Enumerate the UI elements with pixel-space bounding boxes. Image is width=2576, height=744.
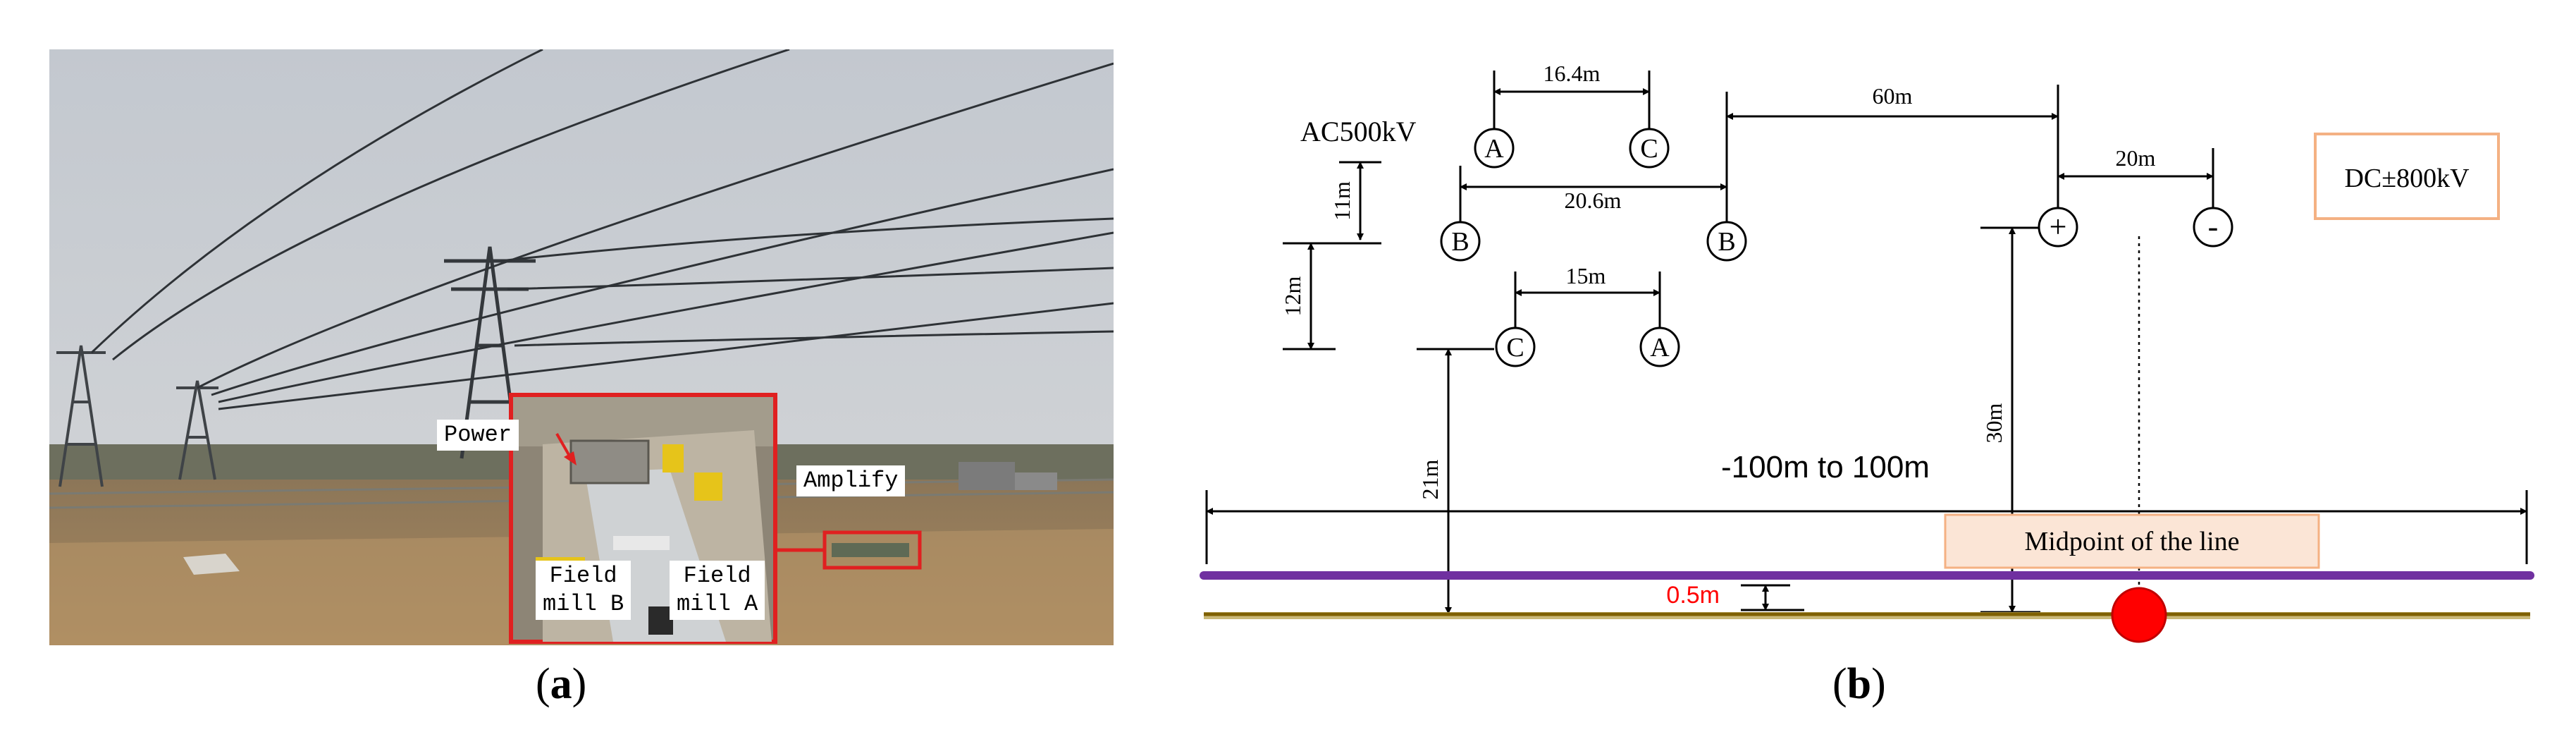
concrete-slab (183, 554, 240, 575)
dim-top-spacing: 16.4m (1543, 61, 1601, 86)
midpoint-marker (2111, 587, 2167, 643)
dim-middle-spacing: 20.6m (1565, 188, 1622, 213)
dim-ac-height: 21m (1417, 459, 1443, 499)
dim-lower-height: 12m (1280, 276, 1305, 316)
field-mill-a-line2: mill A (677, 591, 758, 617)
dim-dc-height: 30m (1981, 403, 2007, 443)
far-building-2 (1015, 472, 1057, 490)
dim-upper-height: 11m (1329, 181, 1355, 221)
caption-a-letter: a (550, 660, 572, 708)
dim-ac-dc-gap: 60m (1873, 83, 1913, 109)
conductor-bottom-a (1639, 327, 1680, 367)
field-mill-a-line1: Field (683, 563, 751, 589)
pole-plus: + (2050, 209, 2067, 244)
field-mill-distant (832, 543, 909, 557)
phase-left-b: B (1451, 227, 1469, 257)
conductor-right-b (1706, 221, 1747, 262)
conductor-left-b (1440, 221, 1481, 262)
conductor-bottom-c (1495, 327, 1536, 367)
conductors (1440, 128, 2233, 367)
phase-right-b: B (1718, 227, 1735, 257)
far-building (959, 462, 1015, 490)
dim-pole-spacing: 20m (2116, 145, 2156, 171)
phase-top-a: A (1484, 134, 1504, 164)
pole-minus: - (2208, 209, 2219, 244)
power-unit (569, 439, 650, 484)
conductor-dc-plus (2038, 207, 2078, 248)
dc-label-box (2314, 133, 2500, 220)
dim-sensor-height: 0.5m (1666, 582, 1720, 609)
power-lines (90, 48, 1114, 410)
yellow-box (663, 444, 684, 472)
field-mill-b-label: Field mill B (536, 561, 631, 620)
field-mill-a-label: Field mill A (670, 561, 765, 620)
phase-top-c: C (1640, 134, 1658, 164)
field-mill-b-line2: mill B (543, 591, 624, 617)
line-geometry-diagram: A C B B C A + - 16.4m 20.6m 15m 60m 20m … (1200, 61, 2534, 643)
dimension-labels: 16.4m 20.6m 15m 60m 20m 11m 12m 21m 30m (1280, 61, 2156, 499)
dim-bottom-spacing: 15m (1566, 263, 1606, 288)
range-label: -100m to 100m (1721, 450, 1930, 484)
caption-a: (a) (536, 660, 587, 708)
power-label: Power (437, 420, 519, 451)
field-photo-scene (49, 48, 1114, 645)
conductor-top-c (1629, 128, 1670, 169)
caption-b-letter: b (1847, 660, 1872, 708)
dc-line-label: DC±800kV (2344, 164, 2470, 193)
phase-letters: A C B B C A + - (1451, 134, 2218, 362)
tower-left (56, 345, 106, 487)
phase-bottom-a: A (1650, 333, 1670, 362)
conductor-top-a (1474, 128, 1515, 169)
amplify-label: Amplify (796, 465, 906, 496)
phase-bottom-c: C (1506, 333, 1524, 362)
midpoint-label-box (1944, 513, 2320, 569)
ac-line-label: AC500kV (1300, 116, 1417, 147)
caption-b: (b) (1832, 660, 1886, 708)
field-photo: Power Amplify Field mill B Field mill A (49, 48, 1114, 645)
midpoint-label: Midpoint of the line (2024, 527, 2239, 556)
field-mill-b-line1: Field (549, 563, 617, 589)
conductor-dc-minus (2193, 207, 2233, 248)
